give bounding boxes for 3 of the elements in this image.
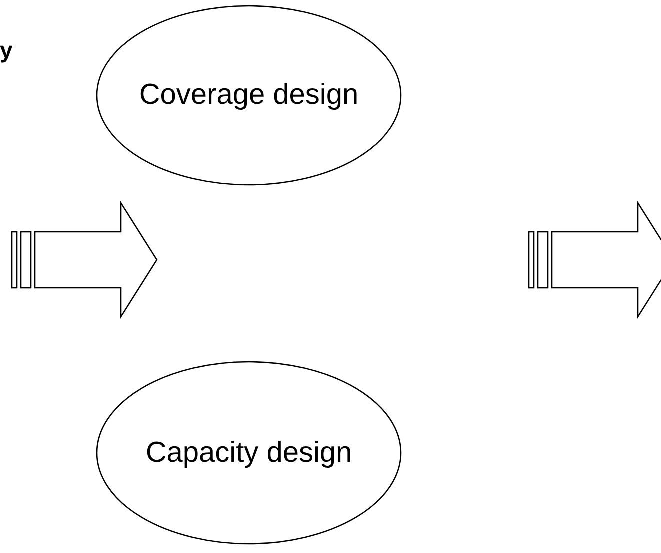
heading-fragment: y xyxy=(0,37,13,64)
node-label: Coverage design xyxy=(139,79,359,112)
node-label: Capacity design xyxy=(146,436,352,470)
